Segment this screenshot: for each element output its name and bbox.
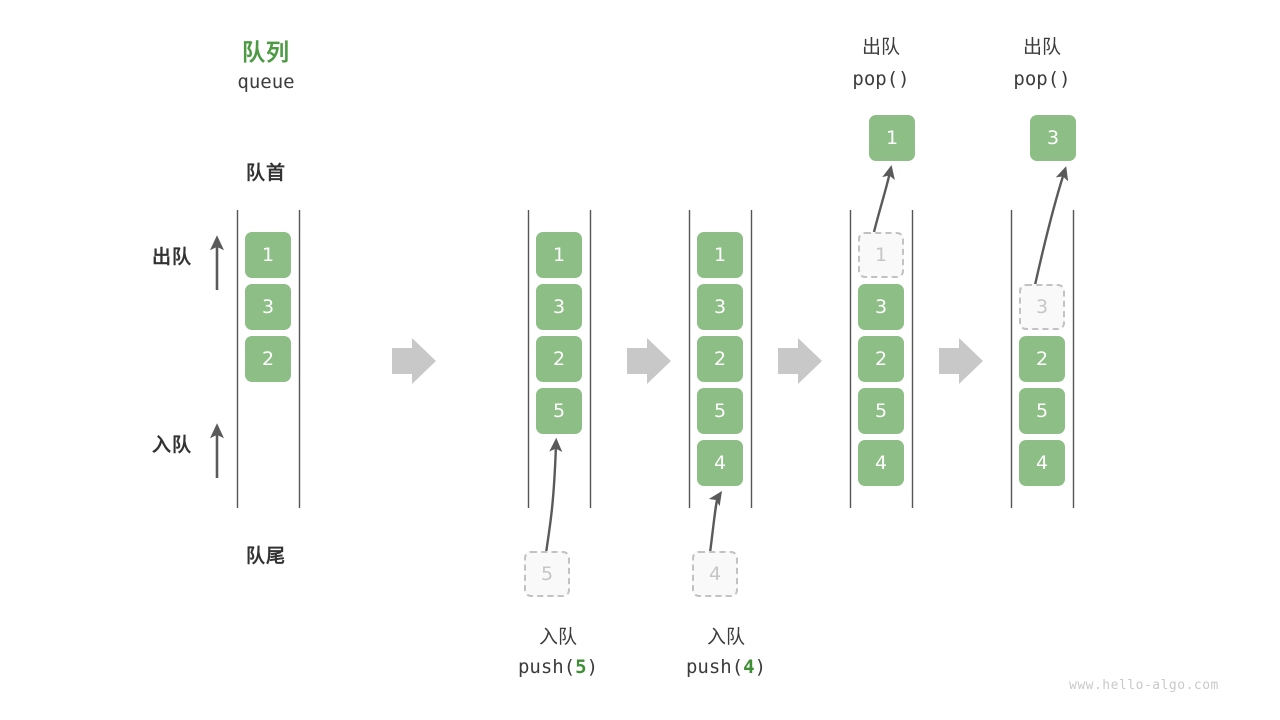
push-4-caption-cn: 入队 <box>706 626 745 648</box>
push-4-code-prefix: push( <box>685 656 744 678</box>
pop-3-title-code: pop() <box>1013 68 1071 90</box>
separator-arrow-2 <box>778 338 822 384</box>
queue-cell[interactable]: 1 <box>245 232 291 278</box>
queue-cell[interactable]: 2 <box>858 336 904 382</box>
popped-element-1[interactable]: 1 <box>869 115 915 161</box>
queue-cell-new[interactable]: 5 <box>536 388 582 434</box>
queue-cell-removed[interactable]: 3 <box>1019 284 1065 330</box>
queue-cell[interactable]: 4 <box>858 440 904 486</box>
push-4-code-suffix: ) <box>754 656 767 678</box>
queue-cell[interactable]: 2 <box>1019 336 1065 382</box>
push-5-code-arg: 5 <box>575 656 587 678</box>
popped-element-3[interactable]: 3 <box>1030 115 1076 161</box>
page-title-cn: 队列 <box>242 40 290 66</box>
queue-cell-new[interactable]: 4 <box>697 440 743 486</box>
queue-cell[interactable]: 2 <box>245 336 291 382</box>
queue-cell[interactable]: 2 <box>697 336 743 382</box>
push-4-code-arg: 4 <box>743 656 755 678</box>
push-5-caption-code: push(5) <box>488 656 628 678</box>
queue-panel-push-4: 1 3 2 5 4 <box>697 232 743 486</box>
queue-cell[interactable]: 2 <box>536 336 582 382</box>
separator-arrow-1 <box>627 338 671 384</box>
queue-cell[interactable]: 5 <box>858 388 904 434</box>
dequeue-legend-label: 出队 <box>151 246 192 268</box>
queue-cell[interactable]: 1 <box>536 232 582 278</box>
push-4-caption-code: push(4) <box>656 656 796 678</box>
queue-cell[interactable]: 5 <box>1019 388 1065 434</box>
watermark: www.hello-algo.com <box>1069 678 1219 693</box>
queue-cell[interactable]: 1 <box>697 232 743 278</box>
push-5-code-prefix: push( <box>517 656 576 678</box>
queue-panel-push-5: 1 3 2 5 <box>536 232 582 434</box>
push-5-code-suffix: ) <box>586 656 599 678</box>
push-5-caption-cn: 入队 <box>538 626 577 648</box>
push-5-connector-arrow <box>544 437 563 554</box>
queue-rear-label: 队尾 <box>245 545 286 567</box>
push-4-connector-arrow <box>708 490 722 554</box>
pop-1-title-cn: 出队 <box>861 36 900 58</box>
queue-front-label: 队首 <box>245 162 286 184</box>
queue-panel-pop-1: 1 3 2 5 4 <box>858 232 904 486</box>
page-title-en: queue <box>237 71 295 93</box>
queue-cell[interactable]: 3 <box>697 284 743 330</box>
queue-cell-removed[interactable]: 1 <box>858 232 904 278</box>
queue-panel-initial: 1 3 2 <box>245 232 291 382</box>
queue-cell[interactable]: 3 <box>858 284 904 330</box>
pop-1-title-code: pop() <box>852 68 910 90</box>
pop-1-connector-arrow <box>872 164 895 233</box>
pop-3-title-cn: 出队 <box>1022 36 1061 58</box>
queue-cell[interactable]: 5 <box>697 388 743 434</box>
pop-3-connector-arrow <box>1033 166 1069 286</box>
queue-panel-pop-3: 3 2 5 4 <box>1019 284 1065 486</box>
separator-arrow-0 <box>392 338 436 384</box>
enqueue-legend-label: 入队 <box>151 434 192 456</box>
queue-cell[interactable]: 3 <box>245 284 291 330</box>
separator-arrow-3 <box>939 338 983 384</box>
staged-element-5[interactable]: 5 <box>524 551 570 597</box>
staged-element-4[interactable]: 4 <box>692 551 738 597</box>
queue-cell[interactable]: 4 <box>1019 440 1065 486</box>
queue-cell[interactable]: 3 <box>536 284 582 330</box>
